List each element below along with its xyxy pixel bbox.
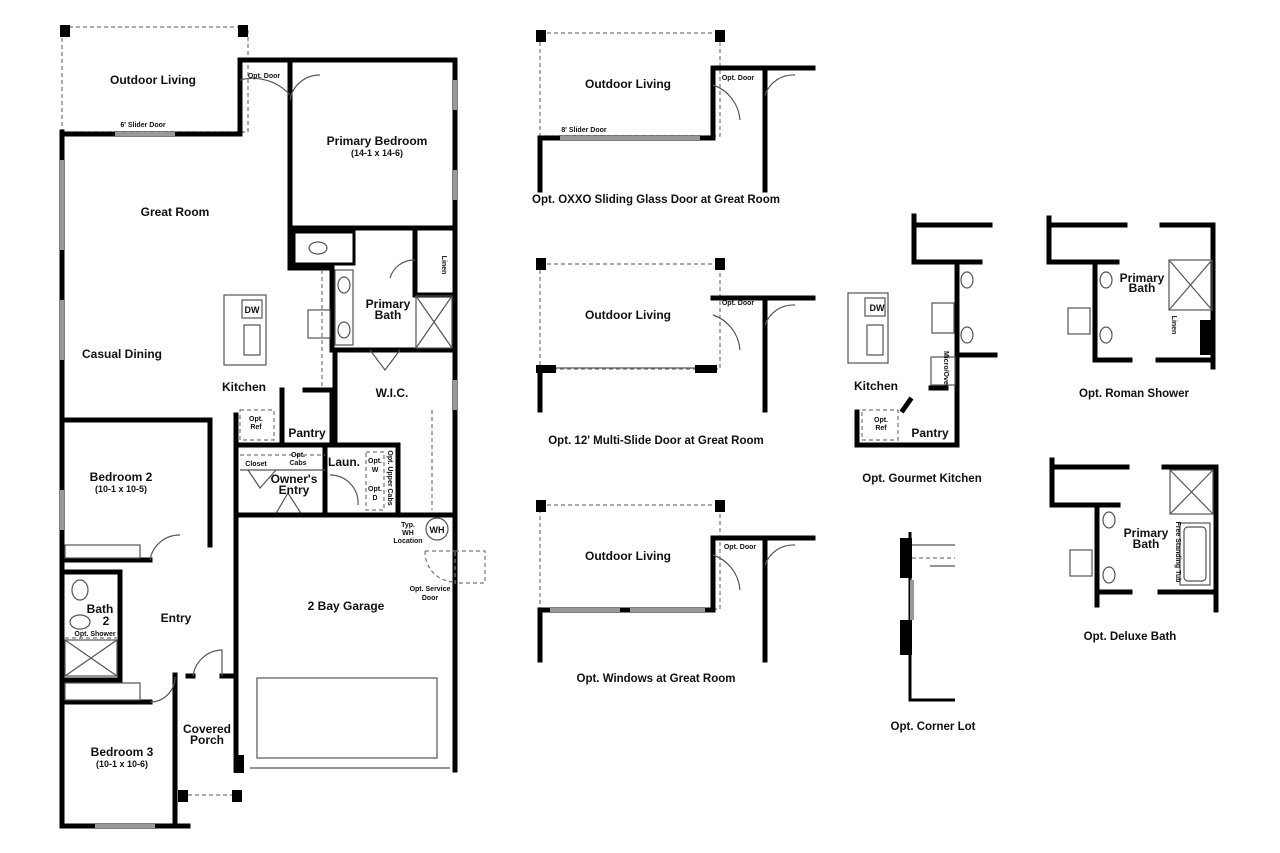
room-label-laundry: Laun.: [328, 455, 360, 469]
room-label-primary-bath-2: Bath: [1133, 537, 1160, 551]
opt-door-label: Opt. Door: [722, 75, 755, 82]
kitchen-island: [223, 294, 267, 366]
room-label-wic: W.I.C.: [376, 386, 409, 400]
opt-ref-label: Opt.: [874, 417, 888, 424]
option-windows: Outdoor Living Opt. Door Opt. Windows at…: [536, 500, 816, 685]
room-label-great-room: Great Room: [141, 205, 210, 219]
water-heater-label: WH: [430, 525, 445, 535]
room-label-outdoor-living: Outdoor Living: [585, 308, 671, 322]
option-caption: Opt. Corner Lot: [891, 721, 976, 733]
opt-dryer-label: Opt.: [368, 486, 382, 493]
room-label-kitchen: Kitchen: [854, 379, 898, 393]
room-label-casual-dining: Casual Dining: [82, 347, 162, 361]
slider-door-label: 8' Slider Door: [561, 127, 607, 134]
option-oxxo-slider: Outdoor Living 8' Slider Door Opt. Door …: [532, 30, 816, 206]
option-caption: Opt. Gourmet Kitchen: [862, 473, 981, 485]
room-label-pantry: Pantry: [288, 426, 326, 440]
opt-washer-label-2: W: [372, 467, 379, 474]
room-label-entry: Entry: [161, 611, 192, 625]
option-deluxe-bath: Primary Bath Free Standing Tub Opt. Delu…: [1049, 457, 1219, 643]
closet-label: Closet: [245, 461, 267, 468]
opt-shower-label: Opt. Shower: [74, 631, 116, 638]
dishwasher-label: DW: [245, 305, 260, 315]
wh-note-2: WH: [402, 530, 414, 537]
room-label-primary-bath: Primary: [1120, 271, 1165, 285]
opt-ref-label: Opt.: [249, 416, 263, 423]
opt-dryer-label-2: D: [372, 495, 377, 502]
wh-note-3: Location: [393, 538, 422, 545]
opt-ref-label-2: Ref: [250, 424, 262, 431]
room-label-bath-2-number: 2: [103, 614, 110, 628]
linen-label: Linen: [440, 256, 447, 275]
option-gourmet-kitchen: DW Kitchen Opt. Ref Pantry Micro/Oven Op…: [847, 213, 998, 485]
tub-label: Free Standing Tub: [1174, 522, 1181, 583]
option-caption: Opt. Roman Shower: [1079, 388, 1189, 400]
room-size-bedroom-3: (10-1 x 10-6): [96, 759, 148, 769]
room-label-bath-2: Bath: [87, 602, 114, 616]
room-label-primary-bath-2: Bath: [1129, 281, 1156, 295]
room-label-kitchen: Kitchen: [222, 380, 266, 394]
room-label-outdoor-living: Outdoor Living: [110, 73, 196, 87]
micro-oven-label: Micro/Oven: [942, 351, 949, 389]
opt-door-label: Opt. Door: [248, 73, 281, 80]
room-label-covered-porch: Covered: [183, 722, 231, 736]
room-label-pantry: Pantry: [911, 426, 949, 440]
room-label-owners-entry: Owner's: [271, 472, 318, 486]
room-size-primary-bedroom: (14-1 x 14-6): [351, 148, 403, 158]
option-caption: Opt. Deluxe Bath: [1084, 631, 1177, 643]
opt-door-label: Opt. Door: [722, 300, 755, 307]
room-label-bedroom-3: Bedroom 3: [91, 745, 154, 759]
service-door-label: Opt. Service: [410, 586, 451, 593]
room-label-primary-bath-2: Bath: [375, 308, 402, 322]
option-caption: Opt. Windows at Great Room: [577, 673, 736, 685]
room-label-outdoor-living: Outdoor Living: [585, 77, 671, 91]
room-label-covered-porch-2: Porch: [190, 733, 224, 747]
outdoor-living-area: [61, 26, 249, 133]
option-roman-shower: Primary Bath Linen Opt. Roman Shower: [1046, 215, 1216, 400]
option-multi-slide: Outdoor Living Opt. Door Opt. 12' Multi-…: [536, 258, 816, 447]
room-label-primary-bath: Primary: [366, 297, 411, 311]
wh-note: Typ.: [401, 522, 415, 529]
service-door-label-2: Door: [422, 595, 439, 602]
opt-cabs-label: Opt.: [291, 452, 305, 459]
room-label-primary-bath: Primary: [1124, 526, 1169, 540]
water-heater: [425, 517, 449, 541]
room-size-bedroom-2: (10-1 x 10-5): [95, 484, 147, 494]
linen-label: Linen: [1170, 316, 1177, 335]
room-label-owners-entry-2: Entry: [279, 483, 310, 497]
opt-cabs-label-2: Cabs: [289, 460, 306, 467]
slider-door-label: 6' Slider Door: [120, 122, 166, 129]
garage-door-outline: [256, 677, 438, 759]
opt-door-label: Opt. Door: [724, 544, 757, 551]
opt-washer-label: Opt.: [368, 458, 382, 465]
option-corner-lot: Opt. Corner Lot: [891, 532, 976, 733]
opt-ref-label-2: Ref: [875, 425, 887, 432]
dishwasher-label: DW: [870, 303, 885, 313]
opt-upper-cabs-label: Opt. Upper Cabs: [386, 450, 393, 505]
main-plan: Outdoor Living 6' Slider Door Opt. Door …: [59, 25, 486, 829]
option-caption: Opt. 12' Multi-Slide Door at Great Room: [548, 435, 764, 447]
option-caption: Opt. OXXO Sliding Glass Door at Great Ro…: [532, 194, 780, 206]
room-label-outdoor-living: Outdoor Living: [585, 549, 671, 563]
room-label-garage: 2 Bay Garage: [308, 599, 385, 613]
room-label-primary-bedroom: Primary Bedroom: [327, 134, 428, 148]
room-label-bedroom-2: Bedroom 2: [90, 470, 153, 484]
